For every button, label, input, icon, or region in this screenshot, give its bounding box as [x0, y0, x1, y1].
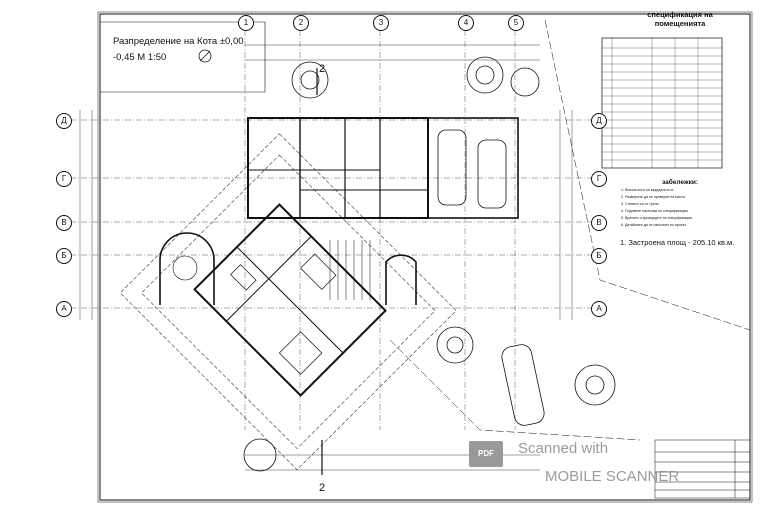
axis-marker-3: 3: [373, 15, 389, 31]
axis-marker-2: 2: [293, 15, 309, 31]
note-item: 1. Всички коти са зададени в м.: [621, 188, 674, 192]
axis-marker-1: 1: [238, 15, 254, 31]
note-item: 4. Подовите настилки по спецификация.: [621, 209, 689, 213]
note-item: 5. Вратите и прозорците по спецификация.: [621, 216, 694, 220]
axis-marker-v-right: В: [591, 215, 607, 231]
landscape-trees: [243, 56, 616, 472]
axis-marker-g-right: Г: [591, 171, 607, 187]
axis-marker-v-left: В: [56, 215, 72, 231]
driveway-car: [501, 344, 545, 426]
axis-marker-a-right: А: [591, 301, 607, 317]
drawing-scale: -0,45 М 1:50: [113, 52, 167, 63]
axis-marker-b-right: Б: [591, 248, 607, 264]
note-item: 3. Стените са от тухли.: [621, 202, 660, 206]
specification-table: [601, 37, 723, 169]
watermark-line-2: MOBILE SCANNER: [545, 468, 680, 485]
axis-marker-d-left: Д: [56, 113, 72, 129]
built-area-note: 1. Застроена площ - 205.10 кв.м.: [620, 238, 735, 247]
axis-marker-5: 5: [508, 15, 524, 31]
section-mark-top: 2: [319, 63, 326, 75]
pdf-badge: PDF: [469, 441, 503, 467]
north-arrow-icon: [198, 49, 212, 63]
axis-marker-a-left: А: [56, 301, 72, 317]
axis-marker-d-right: Д: [591, 113, 607, 129]
specification-title: спецификация на помещенията: [647, 10, 713, 28]
watermark-line-1: Scanned with: [518, 440, 609, 457]
drawing-title: Разпределение на Кота ±0,00: [113, 36, 244, 47]
axis-marker-g-left: Г: [56, 171, 72, 187]
axis-marker-b-left: Б: [56, 248, 72, 264]
note-item: 6. Детайлите да се изпълнят по проект.: [621, 223, 687, 227]
title-block: [654, 439, 751, 499]
notes-title: забележки:: [662, 179, 698, 186]
axis-marker-4: 4: [458, 15, 474, 31]
section-mark-bottom: 2: [319, 482, 326, 494]
note-item: 2. Размерите да се проверят на място.: [621, 195, 687, 199]
